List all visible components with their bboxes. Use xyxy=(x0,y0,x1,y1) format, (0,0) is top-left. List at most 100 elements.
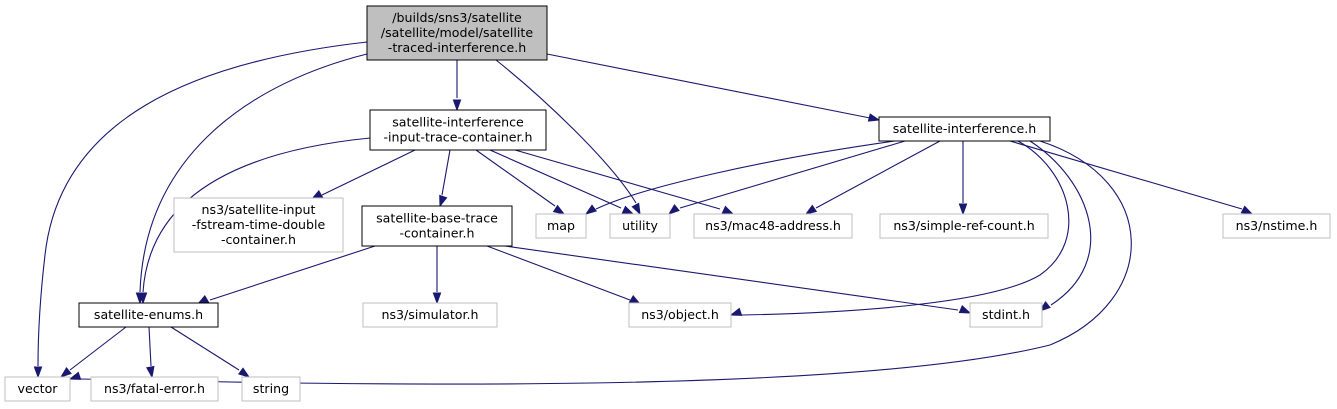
edge-line xyxy=(815,140,941,209)
edge-main-to-utility xyxy=(495,59,641,216)
node-map: map xyxy=(535,213,587,239)
node-box xyxy=(78,302,219,328)
arrowhead xyxy=(958,304,972,314)
edge-line xyxy=(495,59,637,204)
node-box xyxy=(969,302,1043,328)
node-vector: vector xyxy=(4,376,71,402)
node-fstream: ns3/satellite-input-fstream-time-double-… xyxy=(173,197,344,253)
arrowhead xyxy=(804,204,818,215)
node-utility: utility xyxy=(609,213,671,239)
edge-line xyxy=(139,53,368,293)
node-fatal: ns3/fatal-error.h xyxy=(90,376,219,402)
edge-interf-to-mac48 xyxy=(804,140,941,215)
node-box xyxy=(879,213,1049,239)
edge-line xyxy=(37,41,368,367)
arrowhead xyxy=(729,307,743,316)
node-object: ns3/object.h xyxy=(628,302,732,328)
edge-line xyxy=(321,149,416,196)
arrowhead xyxy=(667,204,680,215)
edge-enums-to-string xyxy=(170,326,251,378)
edge-interf-to-map xyxy=(584,140,896,215)
edge-line xyxy=(69,326,127,371)
node-label: ns3/nstime.h xyxy=(1236,218,1318,233)
node-label: -fstream-time-double xyxy=(192,217,326,232)
node-label: /builds/sns3/satellite xyxy=(392,10,522,25)
node-label: /satellite/model/satellite xyxy=(381,25,533,40)
edge-main-to-vector xyxy=(33,41,368,379)
node-btc[interactable]: satellite-base-trace-container.h xyxy=(361,205,513,247)
node-label: utility xyxy=(622,218,658,233)
node-box xyxy=(241,376,301,402)
arrowhead xyxy=(59,367,72,378)
node-box xyxy=(361,205,513,247)
node-box xyxy=(609,213,671,239)
node-label: ns3/simulator.h xyxy=(382,307,479,322)
edge-btc-to-enums xyxy=(196,245,376,305)
edge-main-to-interf xyxy=(546,53,881,122)
edge-iitc-to-mac48 xyxy=(514,149,735,215)
node-label: ns3/fatal-error.h xyxy=(104,381,205,396)
edge-iitc-to-enums xyxy=(138,137,371,305)
node-label: satellite-interference.h xyxy=(893,121,1037,136)
arrowhead xyxy=(631,202,641,216)
node-label: ns3/mac48-address.h xyxy=(705,218,841,233)
arrowhead xyxy=(552,204,566,215)
node-box xyxy=(1222,213,1331,239)
node-label: ns3/simple-ref-count.h xyxy=(893,218,1034,233)
node-label: string xyxy=(253,381,289,396)
edge-enums-to-vector xyxy=(59,326,127,378)
edge-main-to-iitc xyxy=(452,60,462,112)
node-interf[interactable]: satellite-interference.h xyxy=(878,116,1051,142)
edge-iitc-to-utility xyxy=(489,149,635,215)
nodes-layer: /builds/sns3/satellite/satellite/model/s… xyxy=(4,5,1331,402)
edge-iitc-to-btc xyxy=(439,149,451,208)
node-box xyxy=(535,213,587,239)
node-label: -container.h xyxy=(221,232,296,247)
node-stdint: stdint.h xyxy=(969,302,1043,328)
edge-btc-to-stdint xyxy=(504,245,972,314)
edge-line xyxy=(679,140,906,209)
node-label: ns3/satellite-input xyxy=(202,202,316,217)
edge-interf-to-utility xyxy=(667,140,906,215)
edge-line xyxy=(1009,140,1243,210)
arrowhead xyxy=(867,113,881,122)
edge-line xyxy=(80,140,1132,385)
edge-line xyxy=(1029,140,1092,306)
arrowhead xyxy=(68,371,82,380)
edge-interf-to-object xyxy=(729,140,1070,316)
edge-line xyxy=(475,149,556,207)
edge-line xyxy=(595,140,896,210)
edge-line xyxy=(486,245,631,301)
node-box xyxy=(366,5,548,61)
edge-line xyxy=(504,245,959,311)
arrowhead xyxy=(138,292,148,305)
arrowhead xyxy=(33,366,43,379)
edge-line xyxy=(546,53,871,119)
edge-interf-to-vector xyxy=(68,140,1132,385)
arrowhead xyxy=(721,205,735,215)
arrowhead xyxy=(432,292,442,305)
node-label: satellite-enums.h xyxy=(94,307,203,322)
edge-interf-to-nstime xyxy=(1009,140,1254,215)
node-string: string xyxy=(241,376,301,402)
edge-line xyxy=(209,245,376,301)
node-label: satellite-base-trace xyxy=(376,211,498,226)
node-simulator: ns3/simulator.h xyxy=(362,302,498,328)
edge-btc-to-simulator xyxy=(432,246,442,305)
node-box xyxy=(173,197,344,253)
edge-line xyxy=(170,326,240,371)
node-main[interactable]: /builds/sns3/satellite/satellite/model/s… xyxy=(366,5,548,61)
node-label: map xyxy=(547,218,575,233)
edge-line xyxy=(514,149,721,210)
node-label: -traced-interference.h xyxy=(388,40,526,55)
node-box xyxy=(628,302,732,328)
node-enums[interactable]: satellite-enums.h xyxy=(78,302,219,328)
node-label: -input-trace-container.h xyxy=(383,130,532,145)
node-srefcount: ns3/simple-ref-count.h xyxy=(879,213,1049,239)
node-label: ns3/object.h xyxy=(641,307,719,322)
edge-enums-to-fatal xyxy=(146,326,155,379)
edges-layer xyxy=(33,41,1254,385)
node-iitc[interactable]: satellite-interference-input-trace-conta… xyxy=(369,109,547,151)
node-box xyxy=(878,116,1051,142)
